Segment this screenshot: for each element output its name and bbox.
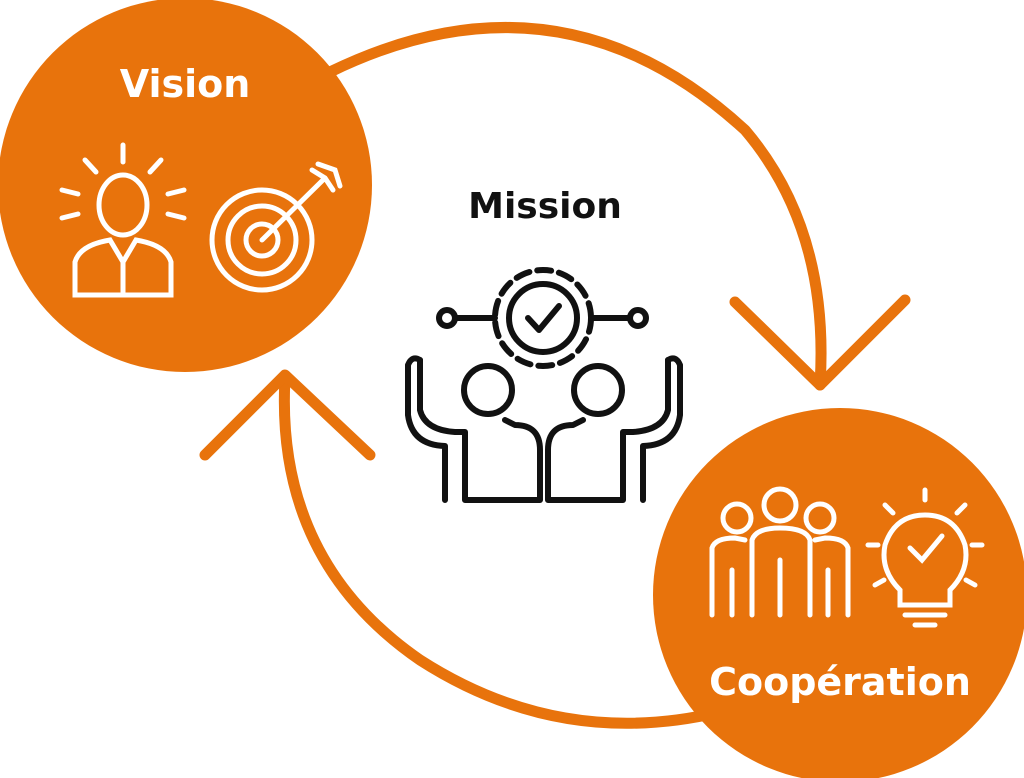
team-gear-check-icon bbox=[405, 267, 683, 503]
vision-circle bbox=[0, 0, 372, 372]
idea-person-icon bbox=[59, 142, 187, 298]
target-arrow-icon bbox=[209, 161, 343, 293]
mission-title: Mission bbox=[468, 186, 622, 227]
arrowhead-right bbox=[729, 294, 911, 391]
group-people-icon bbox=[709, 486, 851, 618]
cooperation-title: Coopération bbox=[709, 660, 971, 704]
lightbulb-check-icon bbox=[865, 487, 985, 628]
vision-title: Vision bbox=[119, 62, 251, 106]
arrowhead-left bbox=[199, 369, 376, 461]
cooperation-circle bbox=[653, 408, 1024, 778]
cycle-arrow-bottom bbox=[278, 372, 726, 729]
cycle-arrow-top bbox=[324, 22, 827, 391]
